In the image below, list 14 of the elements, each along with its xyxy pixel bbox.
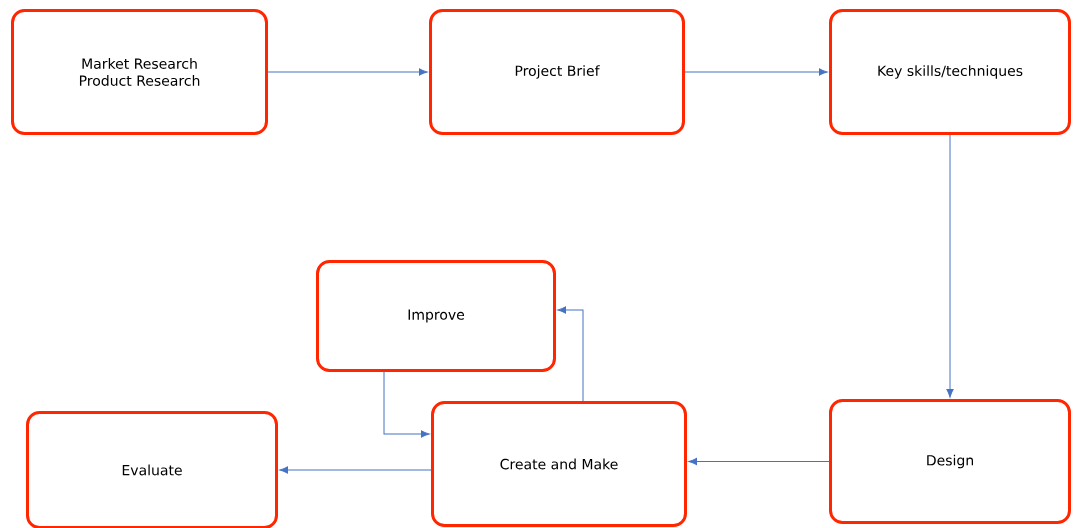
arrow <box>383 371 430 438</box>
arrow <box>279 466 432 474</box>
process-box: Design <box>829 399 1071 524</box>
process-box: Market Research Product Research <box>11 9 268 135</box>
arrow <box>267 68 428 76</box>
arrow <box>557 306 584 402</box>
arrow <box>946 134 954 398</box>
process-box: Create and Make <box>431 401 687 527</box>
arrow <box>684 68 828 76</box>
process-box: Project Brief <box>429 9 685 135</box>
process-box: Improve <box>316 260 556 372</box>
process-box: Evaluate <box>26 411 278 528</box>
process-box: Key skills/techniques <box>829 9 1071 135</box>
arrow <box>688 457 830 466</box>
